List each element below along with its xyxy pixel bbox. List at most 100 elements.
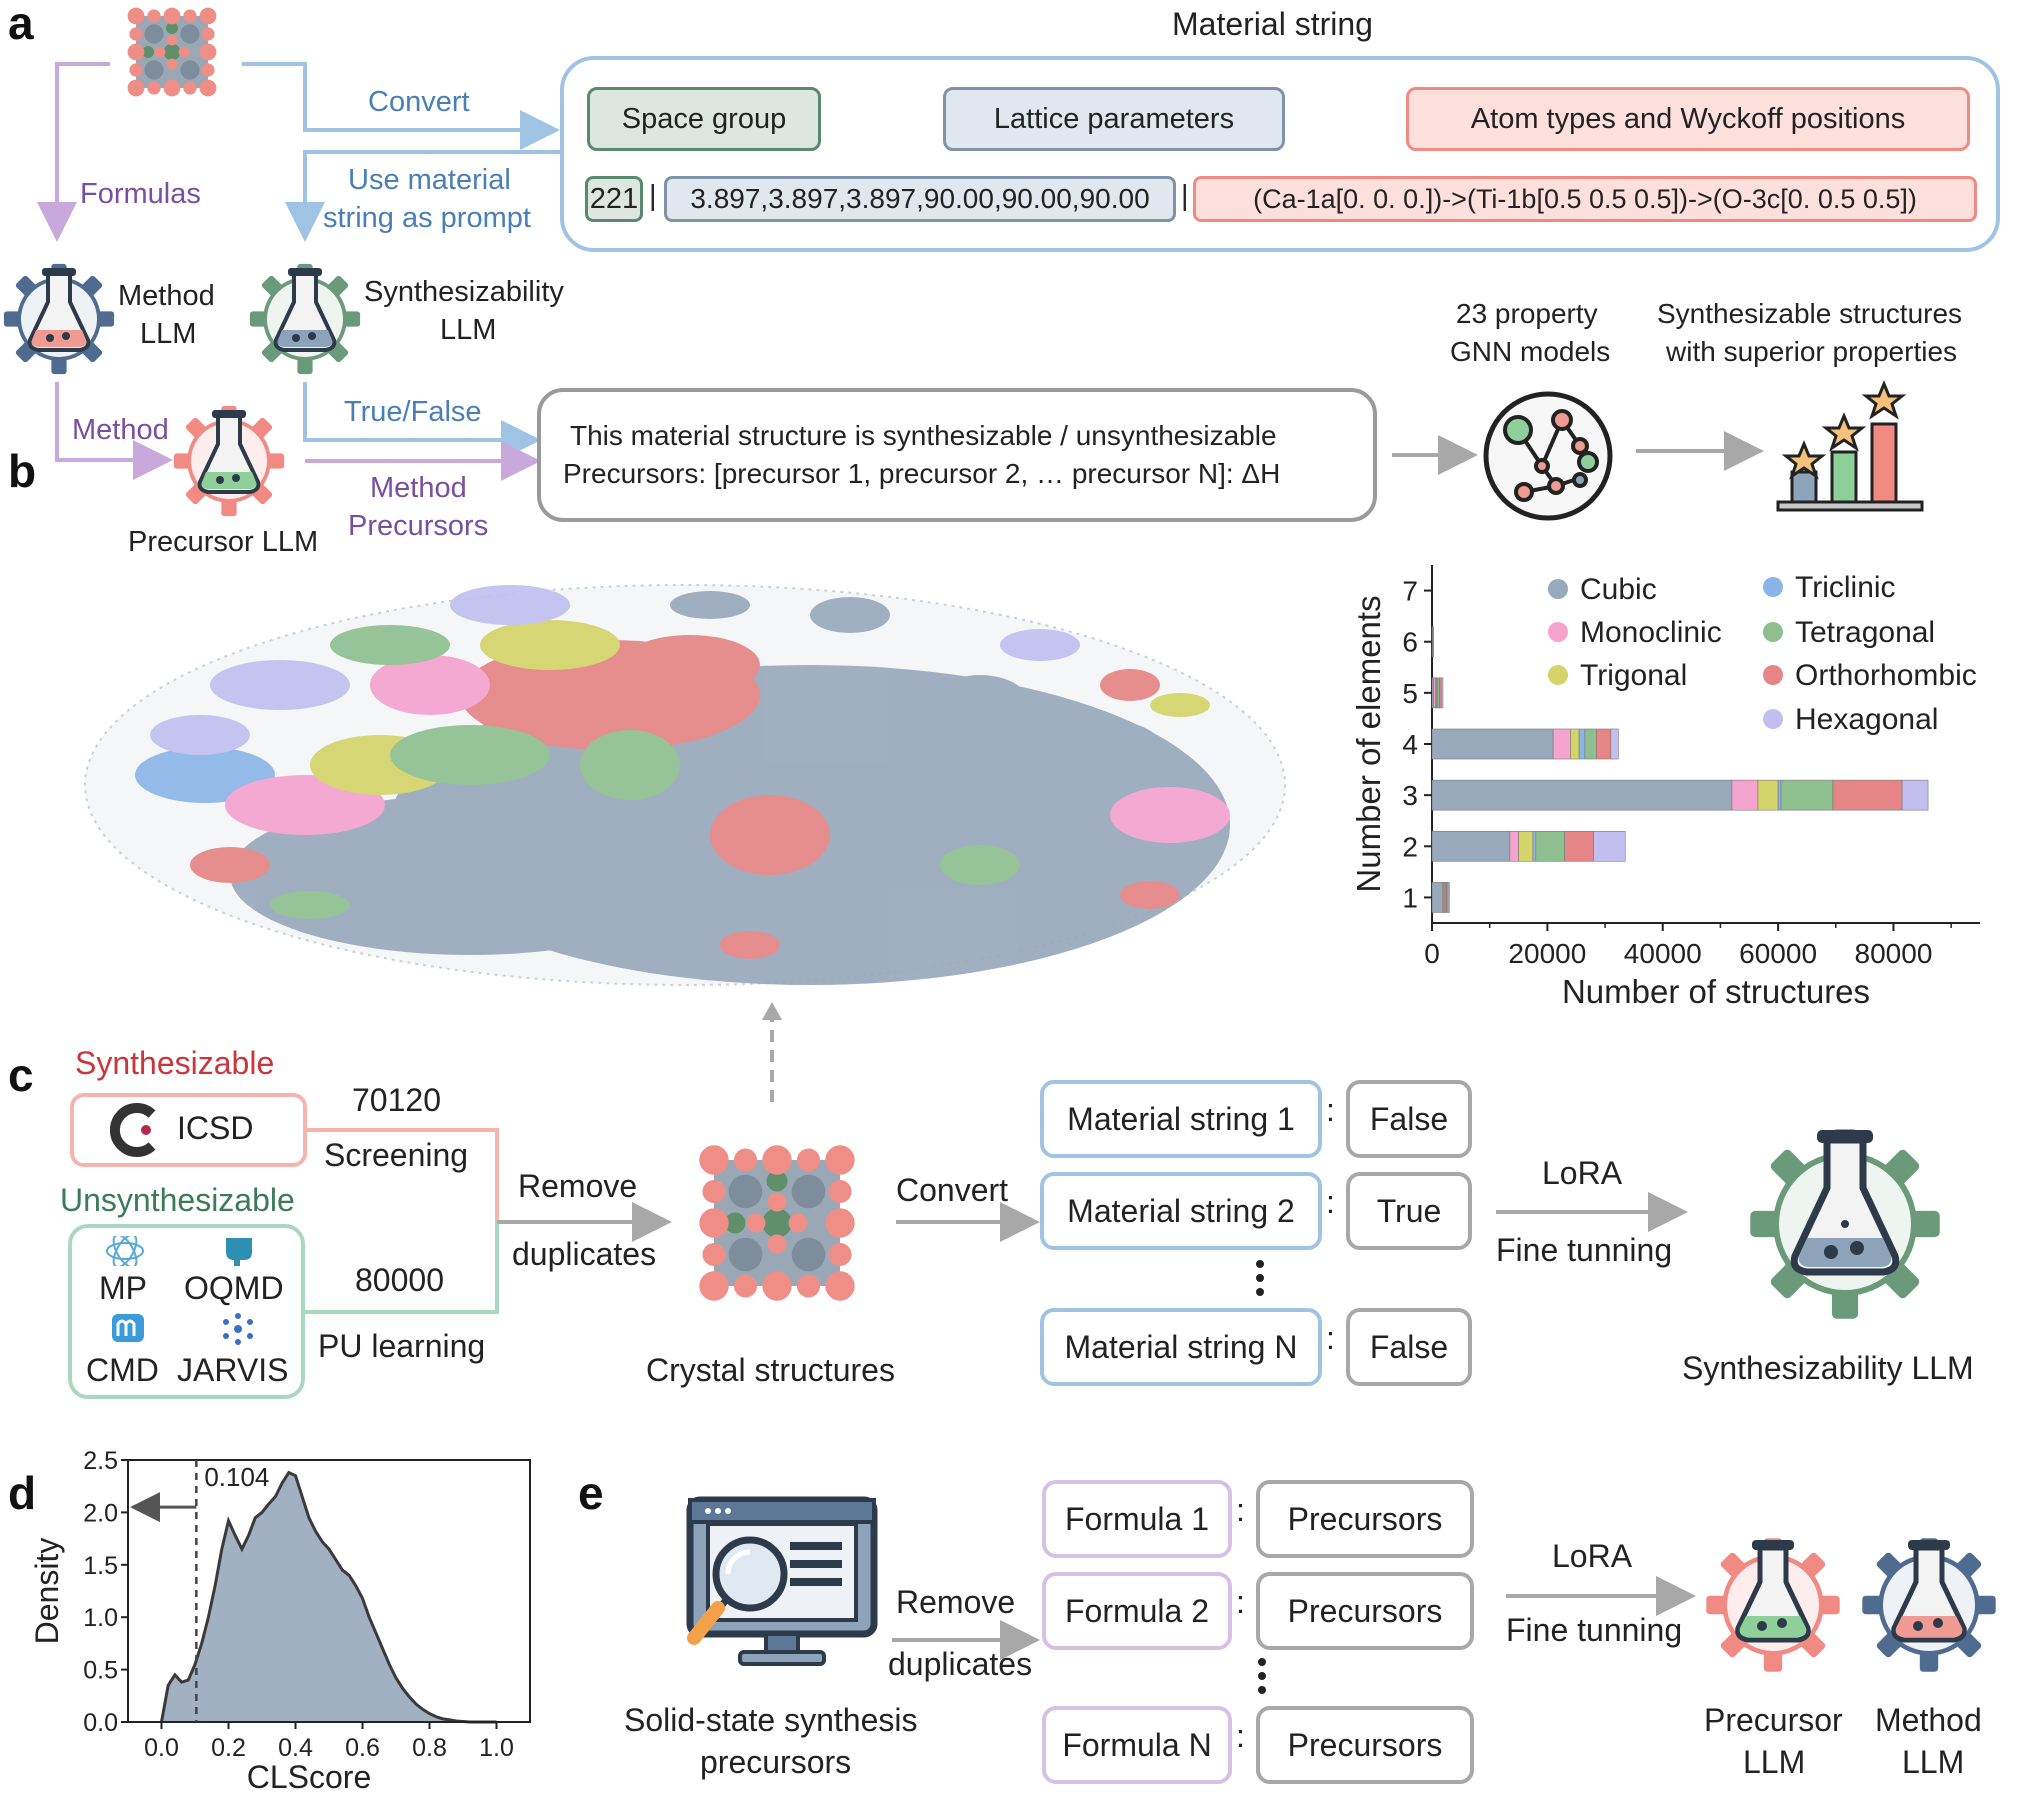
x-tick-label: 0.2: [211, 1734, 246, 1762]
synthesizability-llm-large-icon: [1750, 1129, 1940, 1319]
bar-monoclinic-3: [1731, 779, 1759, 811]
synthesizable-label: Synthesizable: [75, 1045, 275, 1081]
threshold-label: 0.104: [204, 1462, 269, 1492]
colon-1: :: [1326, 1092, 1335, 1128]
colon-e-n: :: [1236, 1718, 1245, 1754]
atoms-value: (Ca-1a[0. 0. 0.])->(Ti-1b[0.5 0.5 0.5])-…: [1193, 176, 1977, 222]
y-tick-label: 0.5: [83, 1657, 118, 1685]
x-tick-label: 0.0: [144, 1734, 179, 1762]
bar-trigonal-4: [1570, 728, 1580, 760]
mp-logo-icon: [106, 1236, 144, 1266]
convert-label-c: Convert: [896, 1172, 1009, 1208]
label-false-n: False: [1346, 1308, 1472, 1386]
precursor-llm-e-icon: [1706, 1538, 1840, 1672]
count-unsynth: 80000: [355, 1262, 444, 1298]
output-box: [537, 388, 1377, 522]
precursor-llm-e-label-2: LLM: [1743, 1744, 1806, 1780]
separator-2: |: [1181, 180, 1189, 212]
legend-marker-trigonal: [1548, 665, 1568, 685]
use-prompt-label-2: string as prompt: [323, 202, 531, 234]
output-line-1: This material structure is synthesizable…: [570, 420, 1277, 451]
panel-b-letter: b: [8, 445, 37, 497]
material-string-n: Material string N: [1040, 1308, 1322, 1386]
space-group-value: 221: [585, 176, 643, 222]
bar-hexagonal-5: [1440, 677, 1444, 709]
legend-marker-orthorhombic: [1763, 665, 1783, 685]
y-tick-label: 2.0: [83, 1499, 118, 1527]
method-llm-label-2: LLM: [140, 318, 197, 350]
pu-learning-label: PU learning: [318, 1328, 486, 1364]
precursor-llm-icon: [173, 405, 285, 517]
y-tick-label: 5: [1402, 678, 1418, 709]
material-string-2: Material string 2: [1040, 1172, 1322, 1250]
bar-monoclinic-4: [1552, 728, 1571, 760]
separator-1: |: [649, 180, 657, 212]
legend-marker-triclinic: [1763, 577, 1783, 597]
y-tick-label: 4: [1402, 729, 1418, 760]
y-tick-label: 1.0: [83, 1604, 118, 1632]
colon-e-1: :: [1236, 1492, 1245, 1528]
label-true-2: True: [1346, 1172, 1472, 1250]
bar-trigonal-3: [1757, 779, 1779, 811]
mp-label: MP: [99, 1270, 147, 1306]
count-icsd: 70120: [352, 1082, 441, 1118]
remove-label-c: Remove: [518, 1168, 638, 1204]
bar-cubic-1: [1431, 882, 1443, 913]
label-false-1: False: [1346, 1080, 1472, 1158]
bar-orthorhombic-6: [1432, 626, 1434, 658]
bar-cubic-2: [1431, 830, 1511, 862]
dashed-up-arrow: [762, 1002, 782, 1102]
y-tick-label: 3: [1402, 780, 1418, 811]
plot-frame: [127, 1459, 531, 1723]
formulas-label: Formulas: [80, 178, 201, 210]
y-axis-label: Number of elements: [1350, 595, 1387, 892]
x-tick-label: 0.6: [345, 1734, 380, 1762]
screening-label: Screening: [324, 1137, 469, 1173]
density-area: [161, 1472, 497, 1722]
method-label: Method: [72, 414, 169, 446]
bar-hexagonal-1: [1447, 882, 1450, 913]
output-line-2: Precursors: [precursor 1, precursor 2, ……: [563, 458, 1281, 489]
y-tick-label: 1: [1402, 882, 1418, 913]
bar-hexagonal-3: [1901, 779, 1929, 811]
superior-label-1: Synthesizable structures: [1657, 298, 1963, 329]
precursors-n: Precursors: [1256, 1706, 1474, 1784]
panel-e-letter: e: [578, 1467, 604, 1519]
x-axis-label: Number of structures: [1562, 973, 1870, 1010]
bar-monoclinic-2: [1509, 830, 1519, 862]
panel-c-letter: c: [8, 1049, 34, 1101]
bar-orthorhombic-3: [1832, 779, 1903, 811]
jarvis-label: JARVIS: [177, 1352, 289, 1388]
synthesizability-llm-icon: [249, 263, 361, 375]
x-tick-label: 0.8: [412, 1734, 447, 1762]
synth-llm-label-2: LLM: [440, 314, 497, 346]
bar-orthorhombic-4: [1596, 728, 1612, 760]
y-tick-label: 2: [1402, 831, 1418, 862]
bar-triclinic-3: [1777, 779, 1782, 811]
method-llm-e-icon: [1862, 1538, 1996, 1672]
lattice-parameters-header: Lattice parameters: [943, 87, 1285, 151]
vertical-ellipsis-icon: [1256, 1260, 1264, 1296]
colon-e-2: :: [1236, 1584, 1245, 1620]
bar-orthorhombic-2: [1564, 830, 1594, 862]
density-curve: [160, 1470, 497, 1724]
remove-label-e: Remove: [896, 1584, 1016, 1620]
precursors-1: Precursors: [1256, 1480, 1474, 1558]
x-tick-label: 60000: [1739, 938, 1817, 969]
material-string-box: [560, 56, 2000, 252]
legend-marker-cubic: [1548, 579, 1568, 599]
space-group-header: Space group: [587, 87, 821, 151]
y-tick-label: 6: [1402, 627, 1418, 658]
solid-state-label-2: precursors: [700, 1744, 852, 1780]
legend-marker-hexagonal: [1763, 709, 1783, 729]
y-tick-label: 2.5: [83, 1450, 118, 1475]
jarvis-logo-icon: [223, 1313, 253, 1345]
y-axis-label: Density: [30, 1538, 65, 1645]
bar-hexagonal-4: [1610, 728, 1619, 760]
legend-label-trigonal: Trigonal: [1580, 659, 1687, 692]
x-tick-label: 1.0: [479, 1734, 514, 1762]
lora-label-e: LoRA: [1552, 1538, 1633, 1574]
cmd-label: CMD: [86, 1352, 159, 1388]
method-llm-e-label-1: Method: [1875, 1702, 1982, 1738]
